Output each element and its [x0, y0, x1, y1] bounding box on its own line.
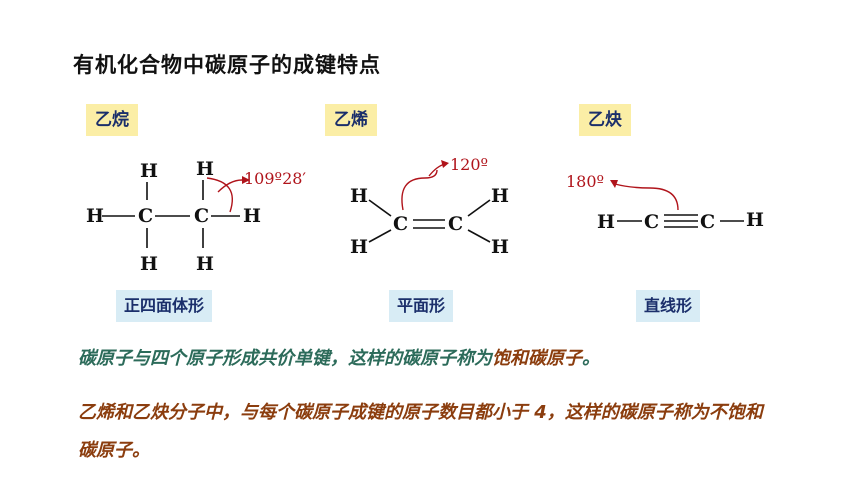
note2-end: 。	[132, 440, 150, 461]
ethylene-structure: H H C C H H 120º	[350, 155, 509, 258]
slide-title: 有机化合物中碳原子的成键特点	[73, 53, 381, 77]
ethylene-angle: 120º	[450, 155, 488, 174]
ethane-h-bottom-right: H	[196, 253, 214, 275]
ethane-h-top-right: H	[196, 158, 214, 180]
unsaturated-carbon-note: 乙烯和乙炔分子中，与每个碳原子成键的原子数目都小于 4，这样的碳原子称为不饱和碳…	[78, 394, 768, 470]
note1-highlight: 饱和碳原子	[492, 348, 582, 369]
ethane-h-bottom-left: H	[140, 253, 158, 275]
ethylene-shape: 平面形	[389, 290, 454, 322]
acetylene-c-left: C	[644, 211, 659, 233]
ethane-c-right: C	[194, 205, 209, 227]
ethylene-h-top-left: H	[350, 185, 368, 207]
ethylene-tag: 乙烯	[325, 104, 377, 136]
acetylene-shape: 直线形	[636, 290, 701, 322]
note2-text: 乙烯和乙炔分子中，与每个碳原子成键的原子数目都小于 4，这样的碳原子称为	[78, 402, 709, 423]
ethylene-c-left: C	[393, 213, 408, 235]
note1-text: 碳原子与四个原子形成共价单键，这样的碳原子称为	[78, 348, 492, 369]
ethane-tag: 乙烷	[86, 104, 138, 136]
note2-highlight: 不饱和碳原子	[78, 402, 763, 461]
ethane-c-left: C	[138, 205, 153, 227]
ethane-h-top-left: H	[140, 160, 158, 182]
acetylene-c-right: C	[700, 211, 715, 233]
ethane-h-right: H	[243, 205, 261, 227]
ethylene-h-bottom-left: H	[350, 236, 368, 258]
acetylene-h-right: H	[746, 209, 764, 231]
ethane-h-left: H	[86, 205, 104, 227]
acetylene-tag: 乙炔	[579, 104, 631, 136]
saturated-carbon-note: 碳原子与四个原子形成共价单键，这样的碳原子称为饱和碳原子。	[78, 345, 600, 373]
ethylene-h-bottom-right: H	[491, 236, 509, 258]
ethylene-h-top-right: H	[491, 185, 509, 207]
ethylene-c-right: C	[448, 213, 463, 235]
ethane-structure: H H H C C H H H 109º28′	[86, 158, 306, 275]
note1-end: 。	[582, 348, 600, 369]
ethane-shape: 正四面体形	[116, 290, 213, 322]
acetylene-structure: H C C H 180º	[566, 172, 764, 233]
acetylene-angle: 180º	[566, 172, 604, 191]
acetylene-h-left: H	[597, 211, 615, 233]
ethane-angle: 109º28′	[244, 169, 306, 188]
